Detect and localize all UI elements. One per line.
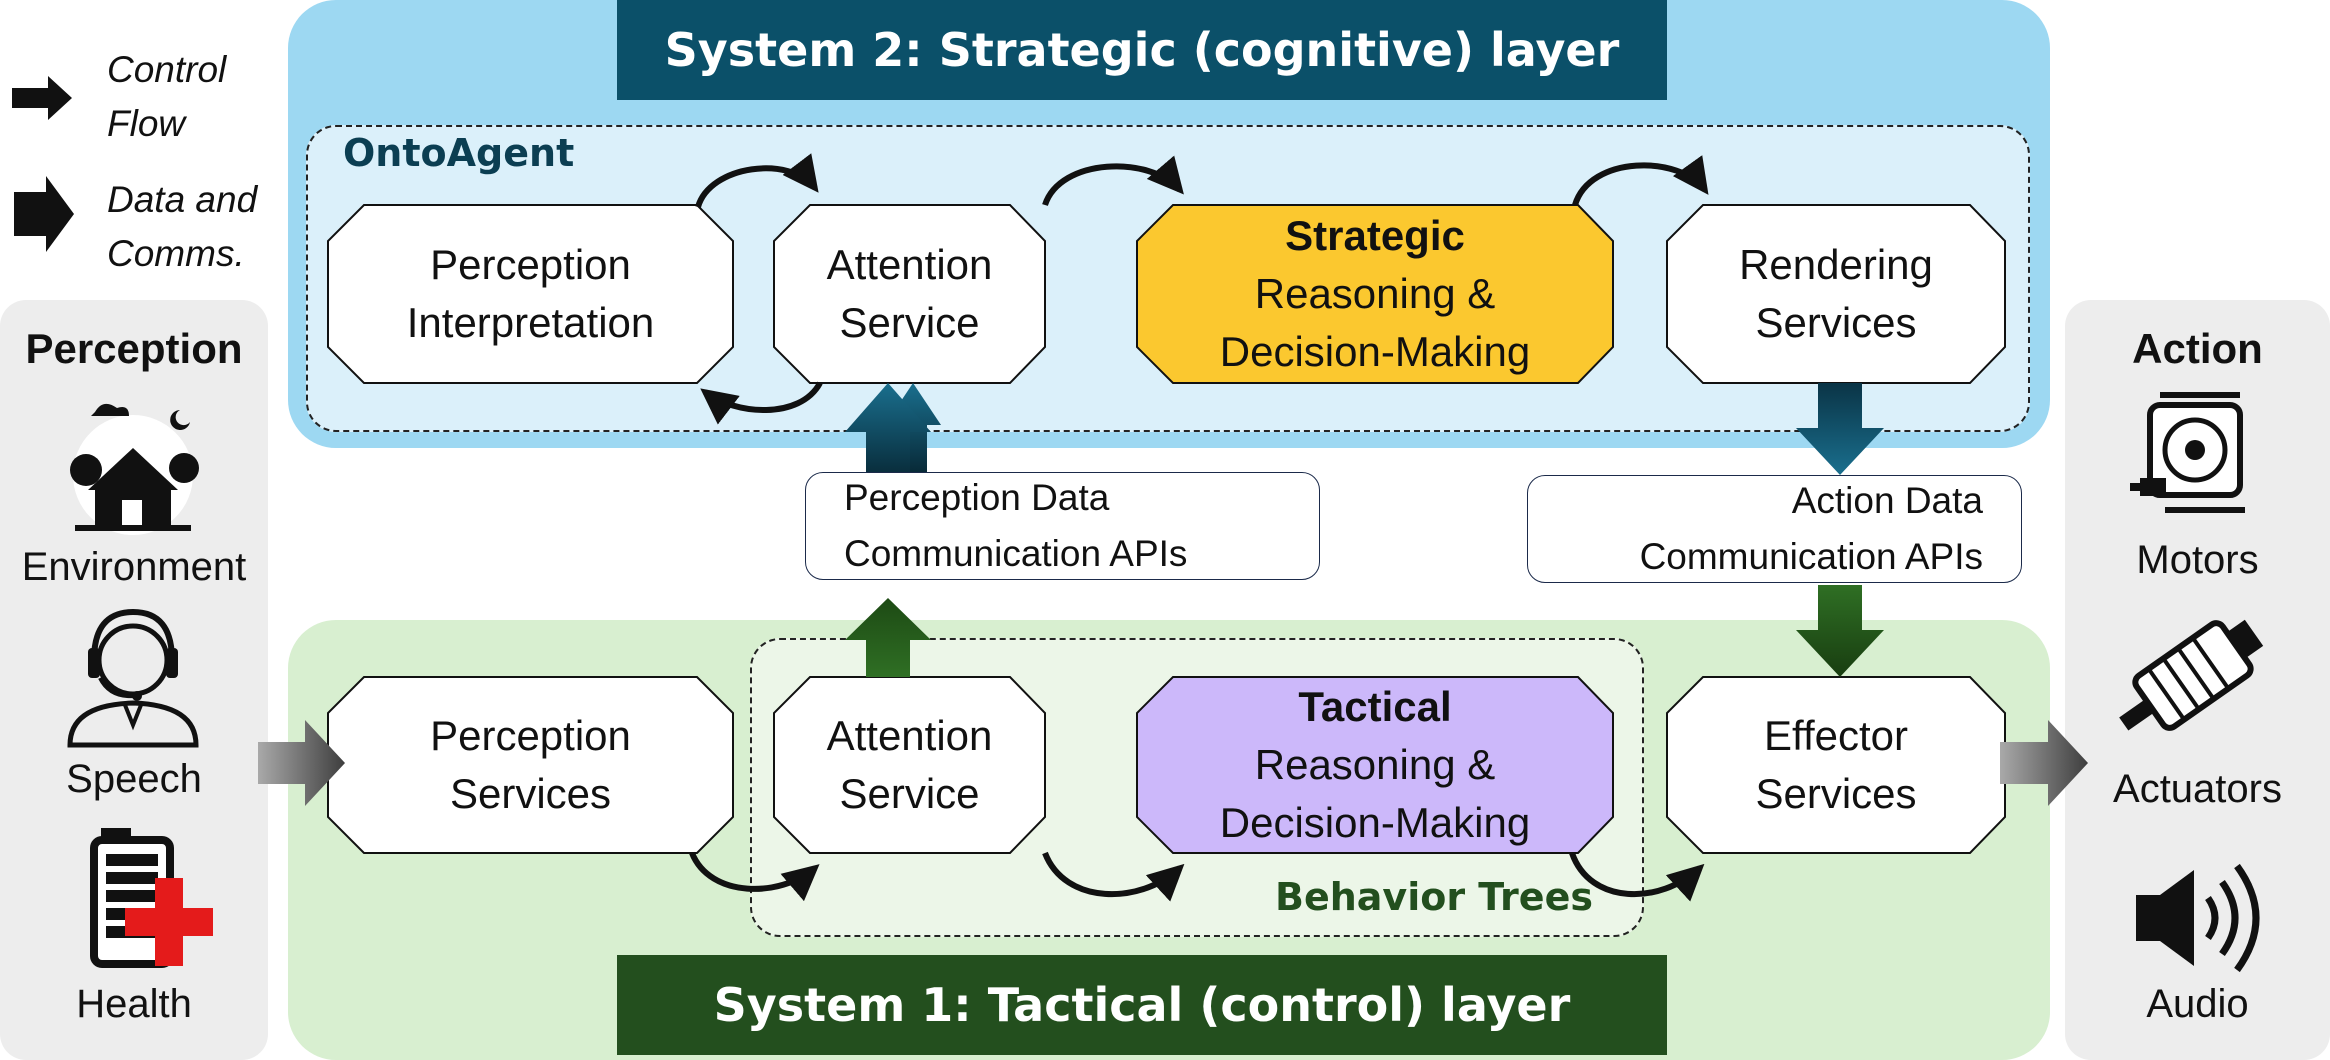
node-strategic-title: Strategic [1285,212,1465,259]
environment-icon [70,403,199,535]
node-attention-service-s2: Attention Service [774,205,1045,383]
action-api-box: Action Data Communication APIs [1527,475,2022,583]
behavior-trees-label: Behavior Trees [1275,875,1593,919]
perception-api-box: Perception Data Communication APIs [805,472,1320,580]
action-api-label: Action Data Communication APIs [1639,480,1983,577]
action-title: Action [2132,325,2263,372]
node-effector-services-label: Effector Services [1755,712,1917,817]
control-arrow-att-to-strat [1042,155,1184,207]
action-item-motors: Motors [2136,538,2259,582]
health-battery-icon [90,828,213,968]
legend-control-flow: Control Flow [107,49,227,144]
node-tactical: Tactical Reasoning & Decision-Making [1137,677,1613,853]
control-arrow-tact-to-eff [1569,851,1705,902]
octagon-perception-interpretation [327,204,734,384]
octagon-rendering-services [1666,204,2006,384]
legend-data-arrow [14,176,74,252]
node-attention-service-s2-label: Attention Service [826,241,993,346]
node-effector-services: Effector Services [1667,677,2005,853]
node-perception-services-label: Perception Services [430,712,631,817]
control-arrow-pi-to-att [695,153,819,209]
octagon-attention-service-s2 [773,204,1046,384]
data-arrow-up-to-s2-body [845,383,931,478]
data-arrow-up-from-s1 [845,598,931,677]
legend-control-arrow [12,76,72,120]
system1-title: System 1: Tactical (control) layer [617,955,1667,1055]
perception-api-label: Perception Data Communication APIs [844,477,1188,574]
node-attention-service-s1: Attention Service [774,677,1045,853]
control-arrow-ps-to-att [689,851,820,902]
octagon-tactical [1136,676,1614,854]
perception-item-environment: Environment [21,545,247,589]
data-arrow-down-to-s1 [1796,585,1884,677]
octagon-effector-services [1666,676,2006,854]
node-rendering-services-label: Rendering Services [1739,241,1933,346]
node-perception-services: Perception Services [328,677,733,853]
data-arrow-down-from-s2 [1796,383,1884,475]
ontoagent-label: OntoAgent [343,131,575,175]
perception-title: Perception [25,325,243,372]
control-arrow-att-to-tact [1042,851,1185,902]
system2-title: System 2: Strategic (cognitive) layer [617,0,1667,100]
octagon-attention-service-s1 [773,676,1046,854]
octagon-strategic [1136,204,1614,384]
speech-icon [67,608,199,748]
node-attention-service-s1-label: Attention Service [826,712,993,817]
perception-item-speech: Speech [66,757,202,801]
motor-icon [2130,392,2245,513]
actuator-icon [2119,619,2264,731]
node-strategic-label: Reasoning & Decision-Making [1219,270,1531,375]
perception-item-health: Health [76,982,192,1026]
node-tactical-title: Tactical [1298,683,1452,730]
node-perception-interpretation: Perception Interpretation [328,205,733,383]
node-perception-interpretation-label: Perception Interpretation [406,241,655,346]
node-strategic: Strategic Reasoning & Decision-Making [1137,205,1613,383]
speaker-icon [2136,863,2260,973]
data-arrow-perception-in [258,720,345,806]
data-arrow-action-out [2000,720,2088,806]
action-item-actuators: Actuators [2113,767,2282,811]
node-tactical-label: Reasoning & Decision-Making [1219,741,1531,846]
action-item-audio: Audio [2146,982,2249,1026]
legend-data-comms: Data and Comms. [107,179,258,274]
control-arrow-att-to-pi [700,381,823,425]
node-rendering-services: Rendering Services [1667,205,2005,383]
control-arrow-strat-to-render [1572,155,1709,207]
